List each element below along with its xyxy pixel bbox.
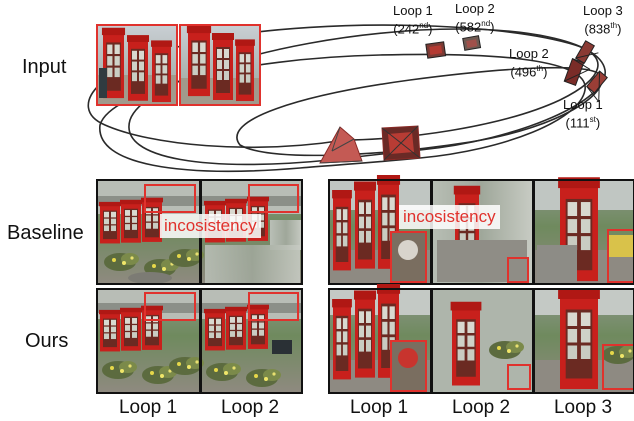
trajectory-label: Loop 1 (111st)	[563, 97, 603, 131]
column-label-right-loop-1: Loop 1	[349, 397, 409, 418]
trajectory-label: Loop 2 (582nd)	[455, 1, 495, 35]
right-ours-panel	[328, 284, 634, 394]
camera-frustum	[462, 35, 482, 51]
row-label-baseline: Baseline	[7, 222, 84, 244]
inconsistency-label-left: incosistency	[160, 214, 261, 238]
camera-trajectory	[87, 24, 606, 172]
input-image-1	[96, 24, 178, 106]
input-image-2	[179, 24, 261, 106]
camera-frustum	[586, 70, 608, 103]
inconsistency-label-right: incosistency	[399, 205, 500, 229]
camera-frustum	[381, 125, 421, 161]
left-ours-panel	[96, 288, 303, 394]
left-baseline-panel	[96, 179, 303, 285]
trajectory-label: Loop 2 (496th)	[509, 46, 549, 80]
row-label-ours: Ours	[25, 330, 69, 352]
right-baseline-panel	[328, 175, 634, 285]
camera-frustum	[425, 41, 447, 59]
column-label-right-loop-2: Loop 2	[451, 397, 511, 418]
camera-frusta	[319, 35, 608, 164]
camera-frustum	[563, 58, 591, 86]
trajectory-label: Loop 1 (242nd)	[393, 3, 433, 37]
row-label-input: Input	[22, 56, 67, 78]
camera-frustum	[574, 40, 599, 64]
trajectory-label: Loop 3 (838th)	[583, 3, 623, 37]
column-label-right-loop-3: Loop 3	[553, 397, 613, 418]
column-label-left-loop-1: Loop 1	[118, 397, 178, 418]
camera-frustum	[319, 126, 363, 164]
column-label-left-loop-2: Loop 2	[220, 397, 280, 418]
